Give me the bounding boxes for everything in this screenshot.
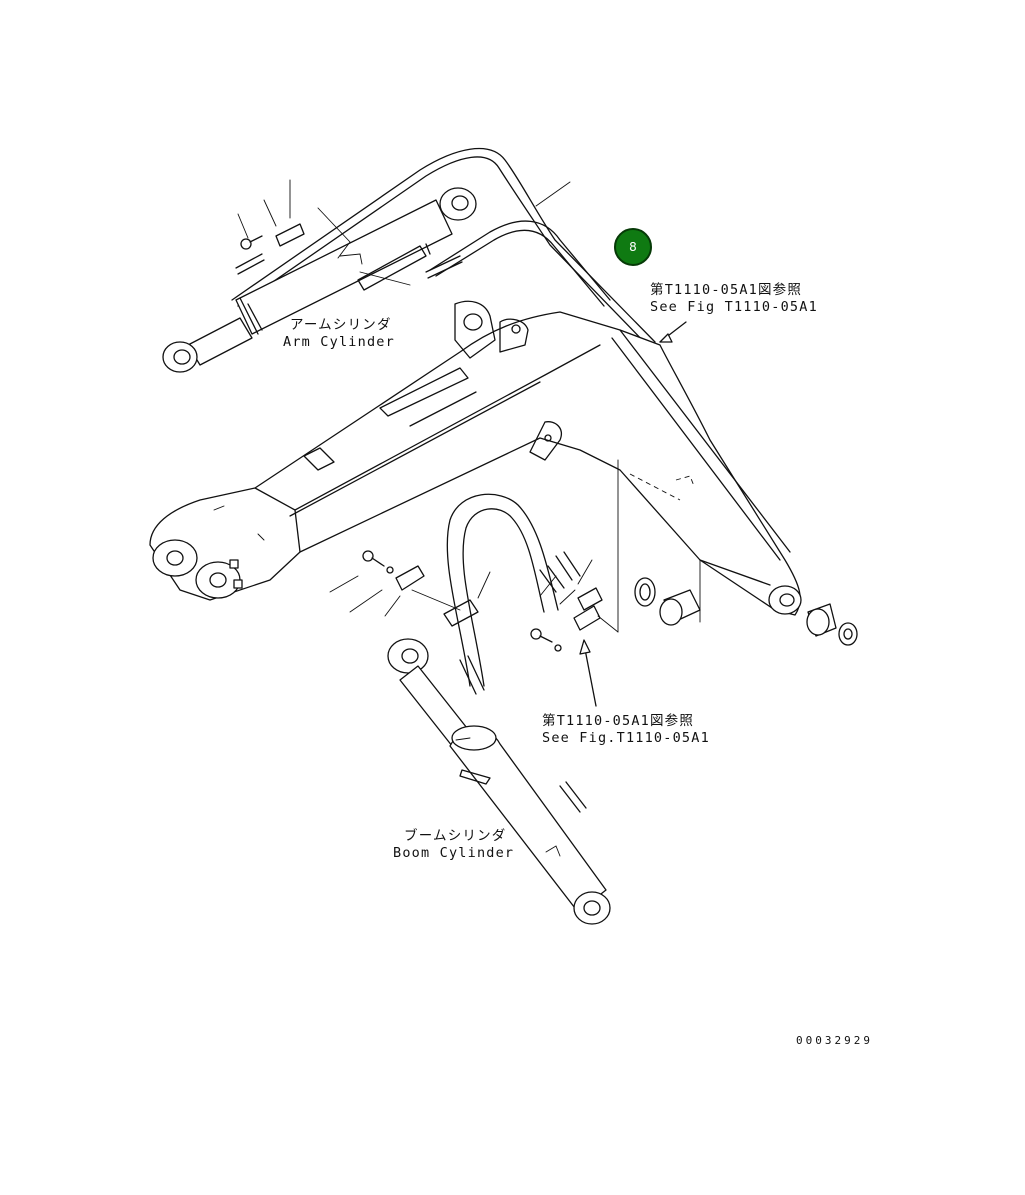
arm-cylinder-label-en: Arm Cylinder — [283, 334, 395, 350]
boom-cylinder-label-jp: ブームシリンダ — [404, 828, 507, 844]
hydraulic-tubes — [232, 149, 655, 348]
bushings — [635, 578, 857, 645]
hidden-lines — [618, 460, 700, 632]
boom-cylinder-label-en: Boom Cylinder — [393, 845, 515, 861]
boom-body — [150, 301, 801, 615]
reference-bottom-en: See Fig.T1110-05A1 — [542, 730, 710, 746]
document-number: 00032929 — [796, 1034, 873, 1047]
clamp-parts-middle — [330, 551, 490, 626]
reference-bottom-jp: 第T1110-05A1図参照 — [542, 713, 695, 729]
reference-top-en: See Fig T1110-05A1 — [650, 299, 818, 315]
arm-cylinder-label-jp: アームシリンダ — [290, 317, 392, 333]
reference-top-jp: 第T1110-05A1図参照 — [650, 282, 803, 298]
part-callout-8[interactable]: 8 — [614, 228, 652, 266]
reference-leader-top — [660, 322, 686, 342]
clamp-parts-upper — [236, 180, 462, 285]
clamp-parts-right — [531, 552, 618, 706]
boom-cylinder — [388, 639, 610, 924]
boom-cylinder-tube — [447, 494, 558, 686]
arm-cylinder — [163, 188, 476, 372]
